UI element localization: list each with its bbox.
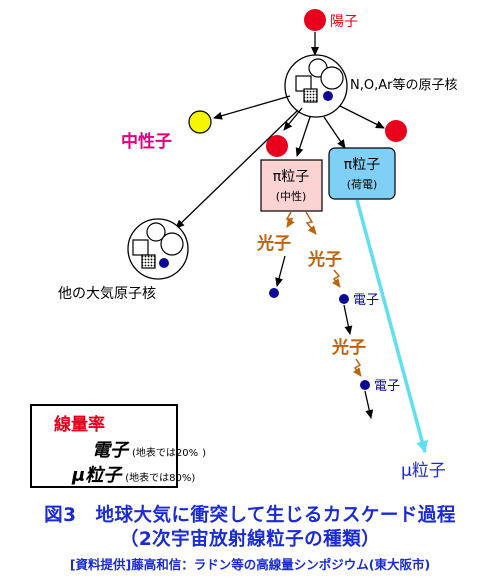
photon-arrow-2 [305,211,317,235]
figure-title: 図3 地球大気に衝突して生じるカスケード過程 [44,505,456,526]
electron-dot-1 [269,288,279,298]
legend-electron-note: (地表では20% [132,448,199,459]
other-nucleus-label: 他の大気原子核 [58,286,156,302]
secondary-proton-2-arrow [339,105,385,129]
photon-label-2: 光子 [307,249,342,270]
secondary-proton-2 [385,120,407,142]
photon-label-1: 光子 [256,233,291,254]
electron-dot-3 [360,380,370,390]
legend-muon-label: μ粒子 [72,465,122,486]
secondary-proton-1 [266,135,288,157]
electron-1-track [343,304,353,335]
legend-row-electron: 電子 (地表では20%) [92,436,206,462]
charged-pion-box [328,147,396,200]
cascade-diagram: 陽子 N,O,Ar等の原子核 中性子 π粒子 (中性) π粒子 (荷電) μ粒子… [58,9,457,481]
photon-3-squiggle [353,358,362,377]
dose-rate-legend: 線量率 電子 (地表では20%) μ粒子(地表では80%) [30,404,206,488]
photon-2-squiggle [332,269,341,288]
figure-subtitle: （2次宇宙放射線粒子の種類） [119,529,381,550]
neutron-particle [188,110,212,134]
secondary-proton-arrow [283,107,303,131]
to-charged-pion-arrow [323,116,346,149]
proton-label: 陽子 [330,14,358,30]
photon-1-track [275,255,286,287]
legend-muon-note: (地表では80%) [125,473,196,484]
charged-pion-sub: (荷電) [347,178,378,191]
other-nucleus-icon [127,218,189,280]
electron-label-2: 電子 [374,379,400,394]
photon-label-3: 光子 [331,337,366,358]
legend-electron-label: 電子 [92,440,128,461]
muon-label: μ粒子 [401,461,446,481]
electron-2-track [364,390,374,419]
figure-credit: [資料提供]藤高和信：ラドン等の高線量シンポジウム(東大阪市) [69,557,431,572]
legend-title: 線量率 [54,415,105,435]
neutral-pion-sub: (中性) [276,189,307,203]
electron-label-1: 電子 [353,293,379,308]
proton-particle [304,9,326,31]
charged-pion-label: π粒子 [344,157,380,173]
nucleus-icon [284,54,348,118]
neutral-pion-label: π粒子 [273,169,309,185]
photon-arrow-1 [285,211,295,228]
muon-track [355,199,428,453]
legend-row-muon: μ粒子(地表では80%) [72,461,195,487]
nucleus-label: N,O,Ar等の原子核 [350,77,457,93]
electron-dot-2 [339,294,349,304]
legend-electron-note-close: ) [202,448,207,459]
to-neutral-pion-arrow [295,116,311,157]
to-other-nucleus-arrow [175,109,299,229]
neutron-label: 中性子 [121,131,172,152]
neutron-arrow [213,95,291,120]
neutral-pion-box [260,159,323,212]
